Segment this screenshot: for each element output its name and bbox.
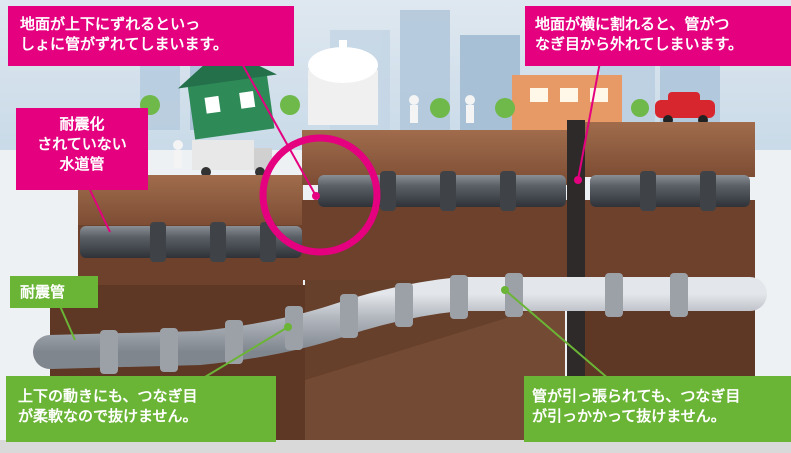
- callout-line: しょに管がずれてしまいます。: [20, 35, 229, 53]
- callout-line: 地面が上下にずれるといっ: [20, 15, 201, 33]
- callout-line: 耐震化: [59, 115, 105, 133]
- seismic-pipe-callout: 耐震管: [10, 276, 98, 308]
- non-seismic-pipe-callout: 耐震化 されていない 水道管: [16, 108, 148, 190]
- dislocation-highlight: [259, 134, 381, 256]
- callout-line: されていない: [37, 135, 127, 153]
- callout-label: 耐震管: [20, 283, 66, 301]
- pointer-lines: [59, 59, 611, 381]
- seismic-pipe: [33, 273, 767, 374]
- locked-joint-callout: 管が引っ張られても、つなぎ目 が引っかかって抜けません。: [524, 376, 791, 442]
- non-seismic-pipe: [80, 171, 750, 262]
- callout-line: が柔軟なので抜けません。: [18, 407, 198, 425]
- callout-line: 水道管: [59, 155, 105, 173]
- callout-line: が引っかかって抜けません。: [532, 407, 726, 425]
- callout-line: 上下の動きにも、つなぎ目: [18, 387, 198, 405]
- people: [173, 95, 475, 168]
- callout-line: 地面が横に割れると、管がつ: [535, 15, 730, 33]
- trees: [140, 95, 649, 118]
- tilted-house: [177, 47, 277, 140]
- vertical-shift-callout: 地面が上下にずれるといっ しょに管がずれてしまいます。: [8, 6, 294, 66]
- callout-line: 管が引っ張られても、つなぎ目: [532, 387, 741, 405]
- flexible-joint-callout: 上下の動きにも、つなぎ目 が柔軟なので抜けません。: [6, 376, 276, 442]
- fountain: [308, 40, 378, 125]
- horizontal-crack-callout: 地面が横に割れると、管がつ なぎ目から外れてしまいます。: [525, 6, 791, 66]
- truck: [192, 140, 272, 177]
- callout-line: なぎ目から外れてしまいます。: [535, 35, 744, 53]
